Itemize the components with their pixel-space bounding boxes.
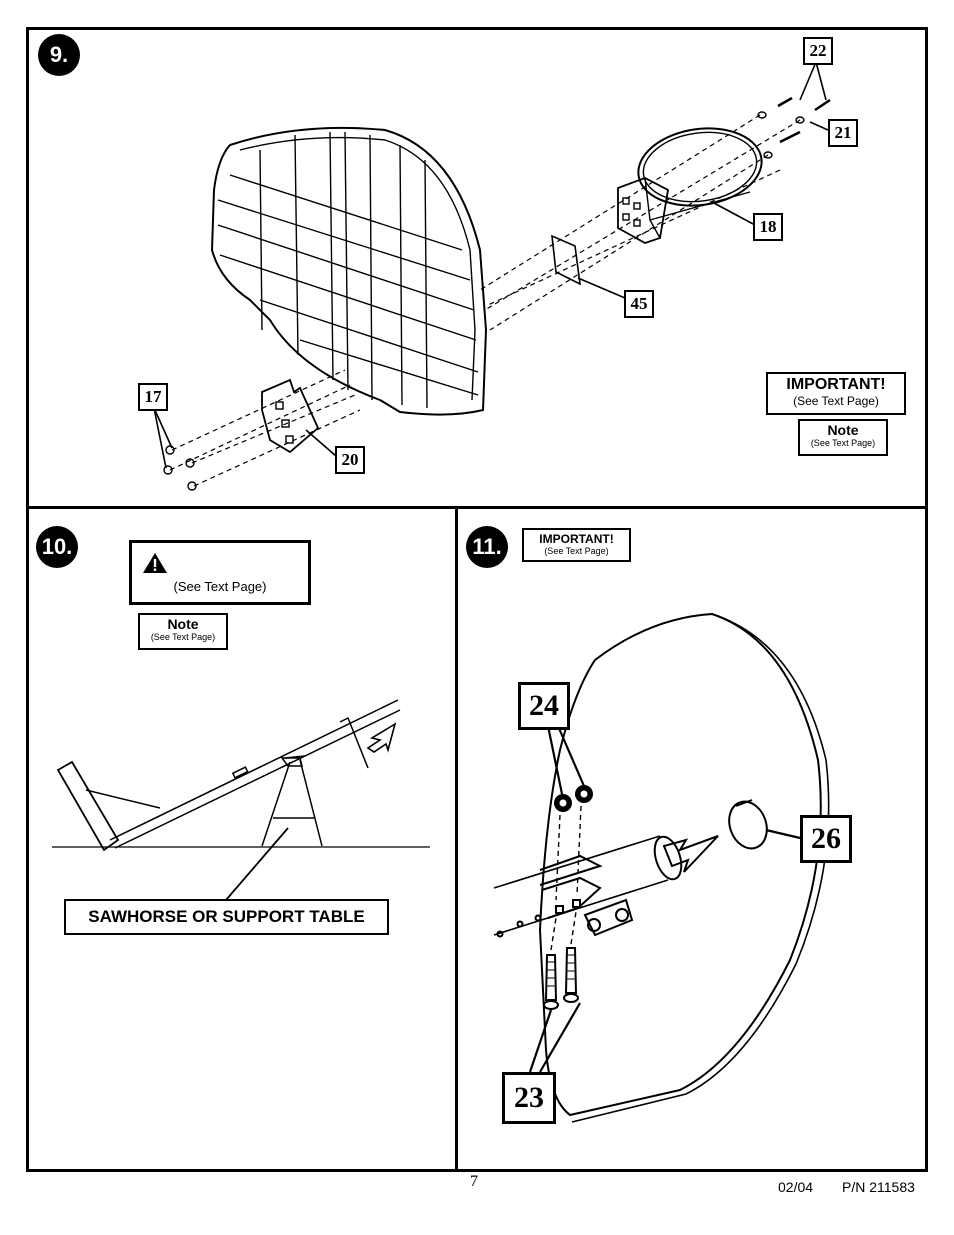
step9-note-notice: Note (See Text Page) [798, 419, 888, 456]
step-11-badge: 11. [466, 526, 508, 568]
note-subtext: (See Text Page) [150, 632, 216, 642]
footer-part-number: P/N 211583 [842, 1179, 915, 1195]
step10-note-notice: Note (See Text Page) [138, 613, 228, 650]
callout-24: 24 [518, 682, 570, 730]
step-9-badge: 9. [38, 34, 80, 76]
step11-panel [455, 506, 928, 1172]
step9-important-notice: IMPORTANT! (See Text Page) [766, 372, 906, 415]
knob-fasteners [554, 785, 593, 812]
page-number: 7 [470, 1173, 478, 1190]
callout-22: 22 [803, 37, 833, 65]
callout-18: 18 [753, 213, 783, 241]
pole-on-sawhorse-drawing [52, 699, 430, 852]
step11-important-notice: IMPORTANT! (See Text Page) [522, 528, 631, 562]
step10-warning-notice: (See Text Page) [129, 540, 311, 605]
backboard-drawing [210, 126, 488, 416]
note-title: Note [167, 616, 199, 632]
sawhorse-label: SAWHORSE OR SUPPORT TABLE [64, 899, 389, 935]
warning-triangle-icon [143, 553, 167, 573]
callout-26: 26 [800, 815, 852, 863]
callout-17: 17 [138, 383, 168, 411]
important-subtext: (See Text Page) [544, 546, 609, 556]
step-10-badge: 10. [36, 526, 78, 568]
callout-21: 21 [828, 119, 858, 147]
important-title: IMPORTANT! [539, 532, 614, 546]
rim-drawing [617, 127, 763, 244]
callout-23: 23 [502, 1072, 556, 1124]
warning-subtext: (See Text Page) [173, 579, 267, 594]
callout-20: 20 [335, 446, 365, 474]
important-title: IMPORTANT! [786, 376, 886, 393]
footer-date: 02/04 [778, 1179, 814, 1195]
note-title: Note [827, 422, 859, 438]
note-subtext: (See Text Page) [810, 438, 876, 448]
callout-45: 45 [624, 290, 654, 318]
important-subtext: (See Text Page) [793, 394, 879, 408]
